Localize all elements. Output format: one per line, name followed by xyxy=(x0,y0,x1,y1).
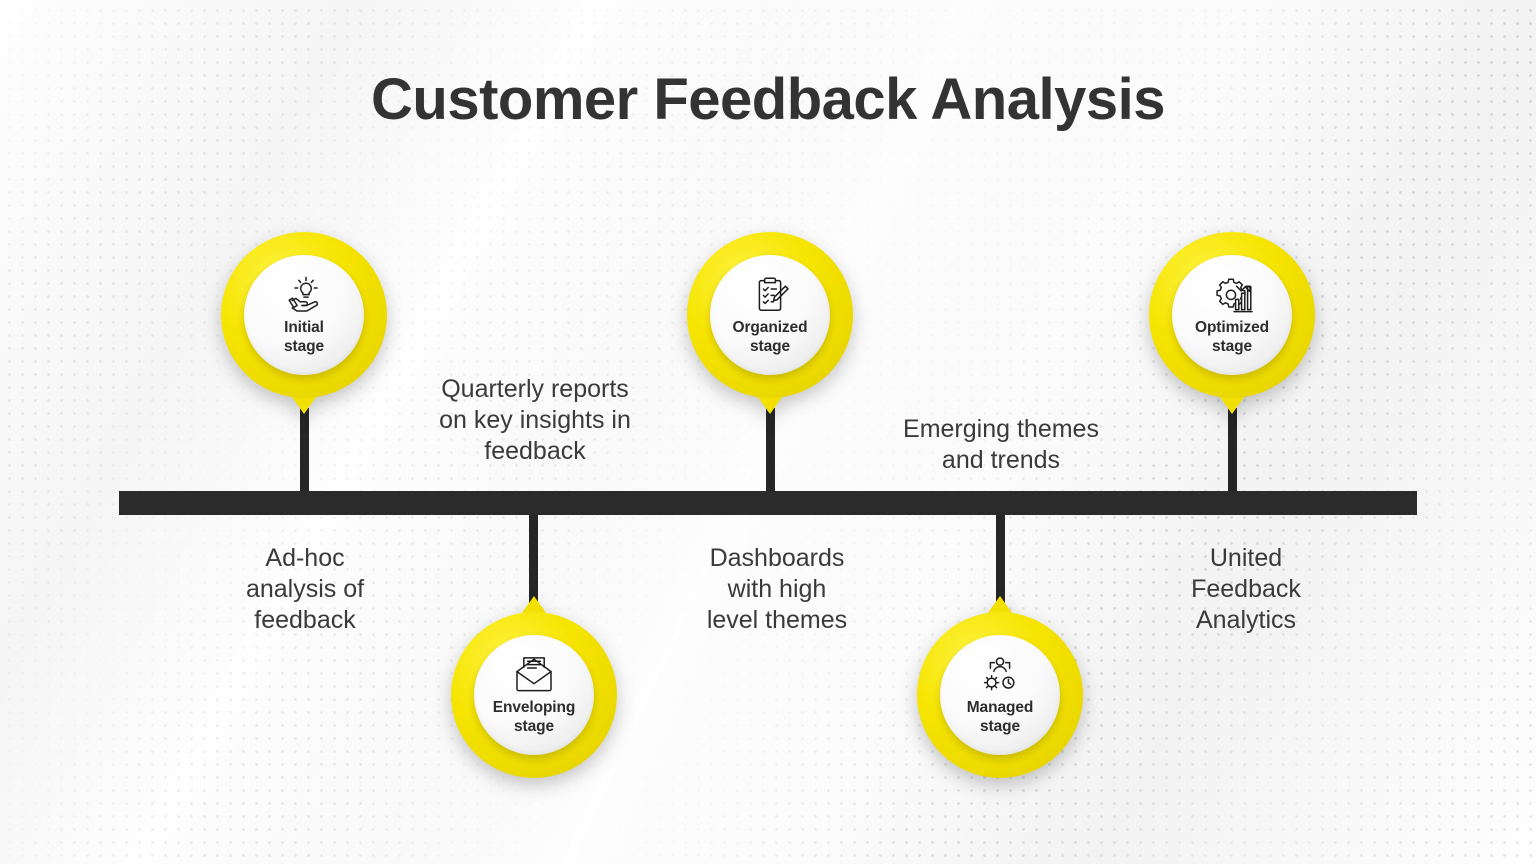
caption-united-analytics: United Feedback Analytics xyxy=(1191,544,1301,634)
hand-lightbulb-icon xyxy=(283,274,325,316)
caption-ad-hoc: Ad-hoc analysis of feedback xyxy=(245,544,365,634)
clipboard-pencil-icon xyxy=(750,274,790,316)
stem-managed xyxy=(996,512,1005,604)
pin-label: Organized stage xyxy=(732,319,808,355)
gear-bar-chart-icon xyxy=(1210,274,1254,316)
pin-inner-circle: Optimized stage xyxy=(1172,255,1292,375)
pin-label: Managed stage xyxy=(966,699,1034,735)
pin-inner-circle: Enveloping stage xyxy=(474,635,594,755)
timeline-marker-initial[interactable]: Initial stage xyxy=(221,232,387,414)
stem-organized xyxy=(766,408,775,494)
pin-inner-circle: Managed stage xyxy=(940,635,1060,755)
timeline-marker-managed[interactable]: Managed stage xyxy=(917,596,1083,778)
stem-initial xyxy=(300,408,309,494)
pin-label: Enveloping stage xyxy=(492,699,576,735)
pin-inner-circle: Initial stage xyxy=(244,255,364,375)
pin-label: Optimized stage xyxy=(1194,319,1270,355)
caption-emerging-themes: Emerging themes and trends xyxy=(903,415,1099,474)
page-title: Customer Feedback Analysis xyxy=(371,67,1165,132)
timeline-marker-enveloping[interactable]: Enveloping stage xyxy=(451,596,617,778)
pin-inner-circle: Organized stage xyxy=(710,255,830,375)
stem-enveloping xyxy=(529,512,538,604)
timeline-bar xyxy=(119,491,1417,515)
pin-label: Initial stage xyxy=(284,319,324,355)
timeline-marker-optimized[interactable]: Optimized stage xyxy=(1149,232,1315,414)
timeline-marker-organized[interactable]: Organized stage xyxy=(687,232,853,414)
open-envelope-icon xyxy=(511,654,557,696)
caption-quarterly-reports: Quarterly reports on key insights in fee… xyxy=(439,375,631,465)
user-gear-clock-icon xyxy=(977,654,1023,696)
stem-optimized xyxy=(1228,408,1237,494)
caption-dashboards: Dashboards with high level themes xyxy=(706,544,848,634)
